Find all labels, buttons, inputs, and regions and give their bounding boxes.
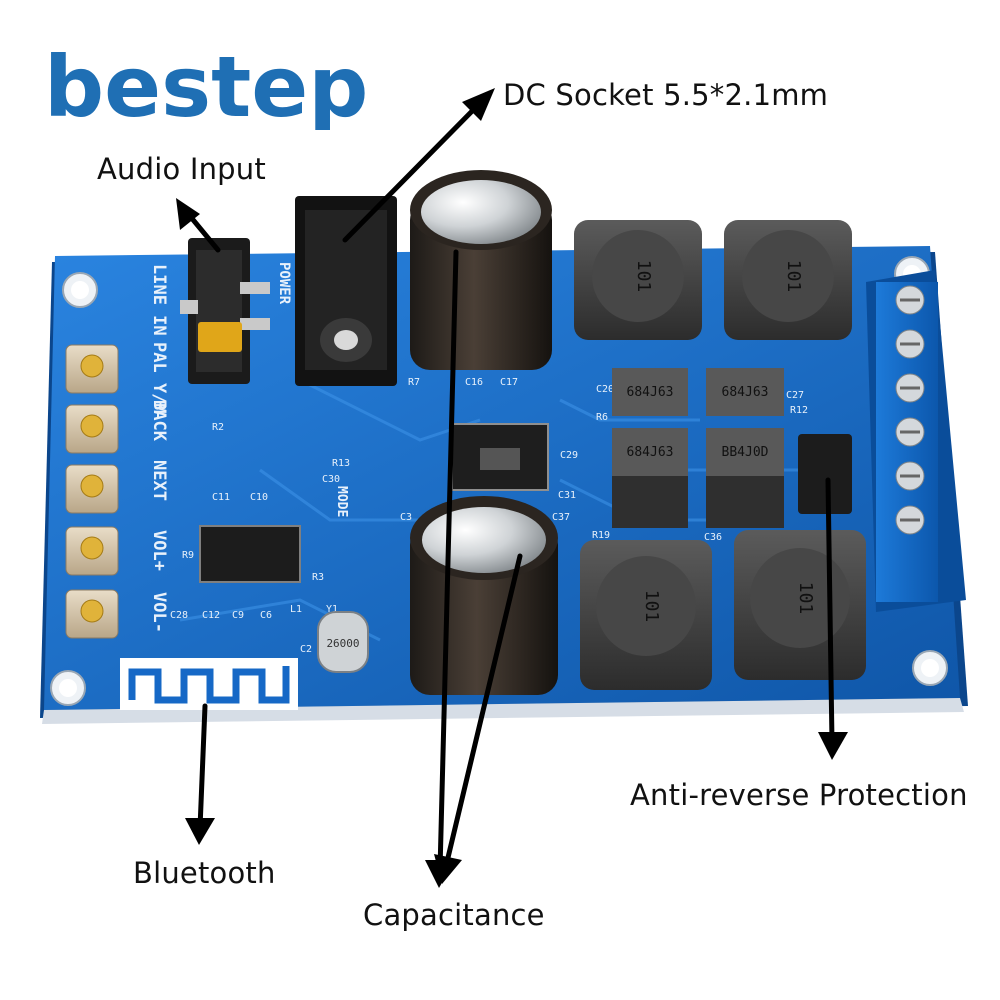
amplifier-ic [451, 423, 549, 491]
push-button-icon [65, 344, 119, 394]
audio-jack [180, 238, 270, 384]
ref-c10: C10 [250, 492, 268, 503]
power-resistors: 684J63 684J63 684J63 BB4J0D [612, 368, 784, 528]
ref-c2: C2 [300, 644, 312, 655]
ref-r6: R6 [596, 412, 608, 423]
terminal-screw-icon [895, 373, 925, 403]
ref-c11: C11 [212, 492, 230, 503]
ref-c28: C28 [170, 610, 188, 621]
ref-r3: R3 [312, 572, 324, 583]
silk-line-in: LINE IN [149, 264, 169, 336]
ref-c36: C36 [704, 532, 722, 543]
bluetooth-chip [199, 525, 301, 583]
callout-dc-socket: DC Socket 5.5*2.1mm [503, 78, 829, 112]
arrow-icon [434, 553, 523, 884]
callout-arrows [176, 88, 848, 888]
silk-pal-ym: PAL Y/M [149, 342, 169, 414]
ref-r2: R2 [212, 422, 224, 433]
resistor-marking: 684J63 [627, 445, 674, 460]
ref-c6: C6 [260, 610, 272, 621]
callout-anti-reverse: Anti-reverse Protection [630, 778, 968, 812]
silk-vol-minus: VOL- [149, 592, 169, 633]
ref-c29: C29 [560, 450, 578, 461]
arrow-icon [185, 703, 215, 845]
ref-l1: L1 [290, 604, 302, 615]
callout-capacitance: Capacitance [363, 898, 545, 932]
inductor-marking: 101 [633, 260, 654, 293]
inductor-marking: 101 [795, 582, 816, 615]
terminal-screw-icon [895, 461, 925, 491]
ref-c12: C12 [202, 610, 220, 621]
dc-socket [295, 196, 397, 386]
silkscreen-labels: LINE IN PAL Y/M BACK NEXT VOL+ VOL- POWE… [149, 262, 349, 633]
silk-vol-plus: VOL+ [149, 530, 169, 571]
ref-y1: Y1 [326, 604, 338, 615]
inductor-marking: 101 [641, 590, 662, 623]
terminal-screw-icon [895, 505, 925, 535]
ref-c9: C9 [232, 610, 244, 621]
arrow-icon [818, 477, 848, 760]
callout-bluetooth: Bluetooth [133, 856, 276, 890]
resistor-marking: 684J63 [722, 385, 769, 400]
push-button-icon [65, 404, 119, 454]
power-resistor: 684J63 [706, 368, 784, 416]
resistor-marking: BB4J0D [722, 445, 769, 460]
reference-designators: R7 C16 C17 C20 R6 C27 R12 C29 C31 C37 R1… [170, 377, 808, 655]
push-buttons [65, 344, 119, 639]
ref-c30: C30 [322, 474, 340, 485]
silk-power: POWER [276, 262, 292, 305]
ref-r7: R7 [408, 377, 420, 388]
terminal-screw-icon [895, 285, 925, 315]
inductor-icon: 101 [724, 220, 852, 340]
crystal-marking: 26000 [326, 637, 359, 650]
capacitor-icon [410, 170, 552, 370]
arrow-icon [176, 198, 221, 253]
ref-c17: C17 [500, 377, 518, 388]
power-resistor: 684J63 [612, 428, 688, 476]
ref-c31: C31 [558, 490, 576, 501]
capacitor-icon [410, 496, 558, 695]
power-resistor: 684J63 [612, 368, 688, 416]
callout-audio-input: Audio Input [97, 152, 266, 186]
terminal-screw-icon [895, 329, 925, 359]
silk-next: NEXT [149, 460, 169, 501]
inductor-icon: 101 [574, 220, 702, 340]
inductor-icon: 101 [580, 540, 712, 690]
resistor-marking: 684J63 [627, 385, 674, 400]
bluetooth-antenna [120, 658, 298, 710]
silk-back: BACK [149, 400, 169, 442]
push-button-icon [65, 464, 119, 514]
ref-c16: C16 [465, 377, 483, 388]
ref-c27: C27 [786, 390, 804, 401]
silk-mode: MODE [334, 486, 349, 517]
inductor-icon: 101 [734, 530, 866, 680]
arrow-icon [342, 88, 495, 243]
ref-r19: R19 [592, 530, 610, 541]
terminal-screw-icon [895, 417, 925, 447]
brand-logo-text: bestep [44, 38, 368, 130]
crystal-oscillator: 26000 [317, 611, 369, 673]
ref-r12: R12 [790, 405, 808, 416]
ref-c20: C20 [596, 384, 614, 395]
screw-terminal-block [866, 270, 966, 612]
ref-c37: C37 [552, 512, 570, 523]
power-resistor: BB4J0D [706, 428, 784, 476]
push-button-icon [65, 526, 119, 576]
ref-c3: C3 [400, 512, 412, 523]
protection-diode [798, 434, 852, 514]
brand-logo: bestep [44, 38, 368, 130]
ref-r9: R9 [182, 550, 194, 561]
push-button-icon [65, 589, 119, 639]
inductor-marking: 101 [783, 260, 804, 293]
ref-r13: R13 [332, 458, 350, 469]
